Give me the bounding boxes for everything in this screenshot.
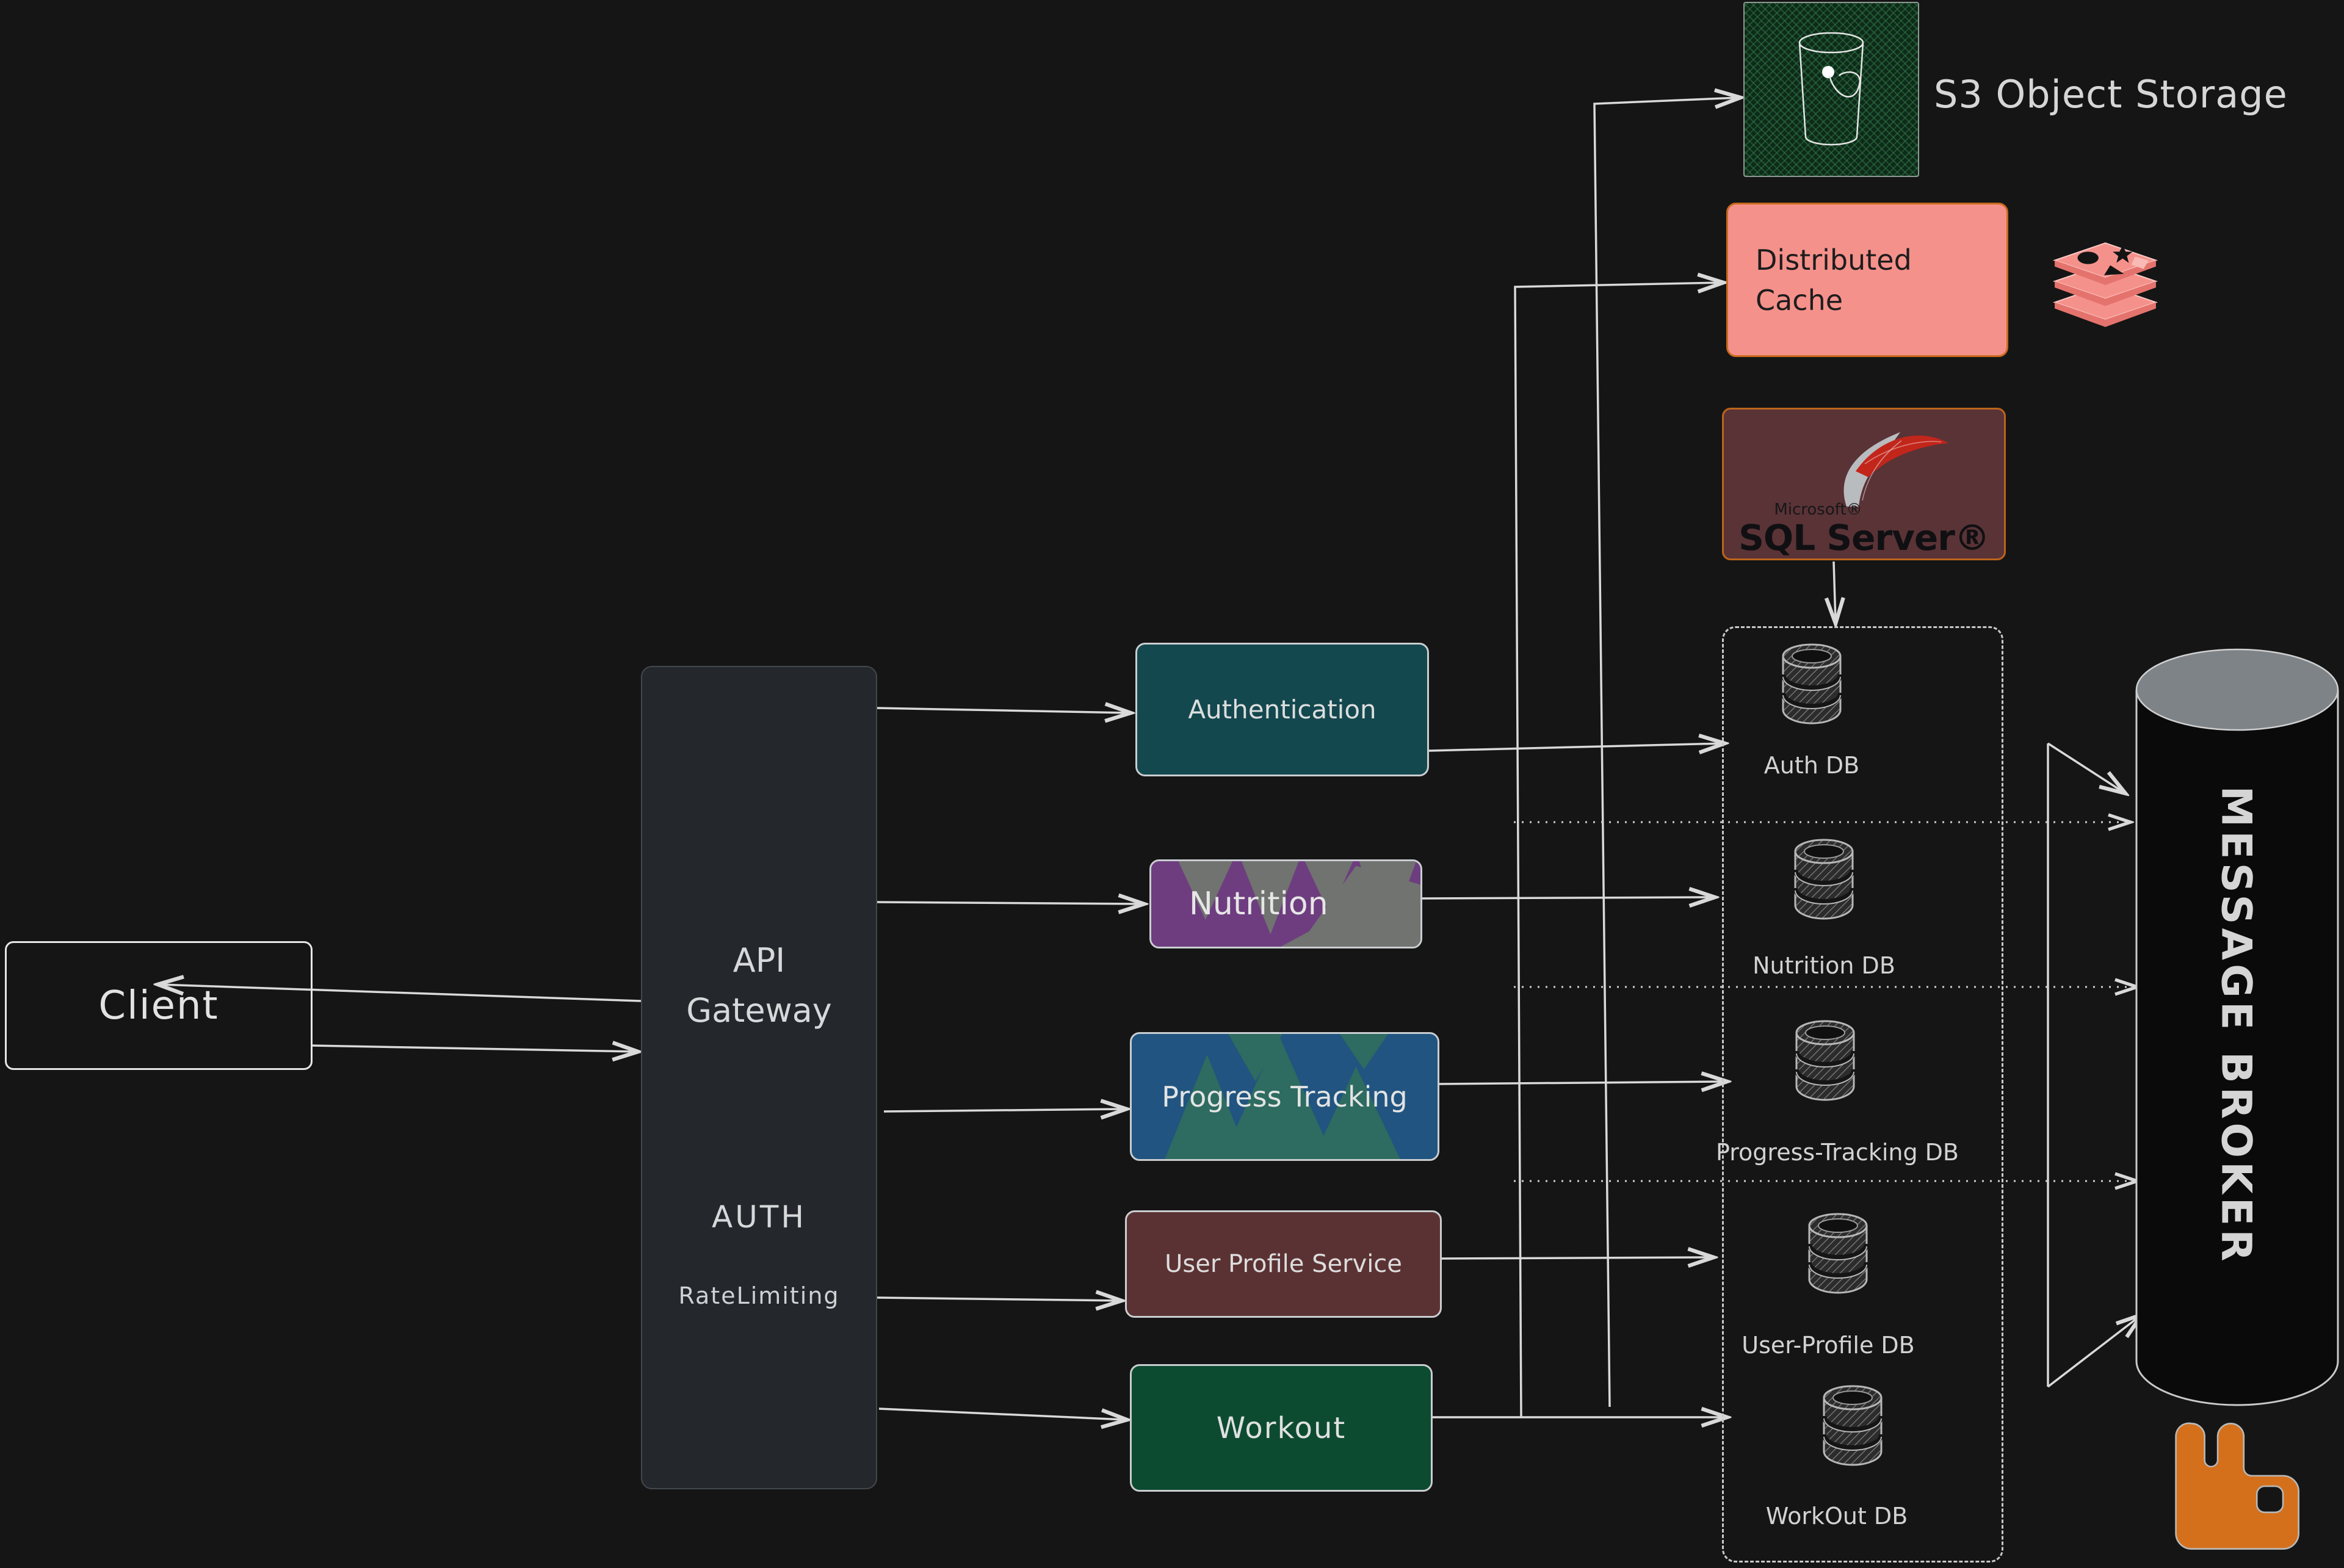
- service-node-user-profile[interactable]: User Profile Service: [1125, 1210, 1442, 1318]
- api-gateway-ratelimiting-label: RateLimiting: [678, 1282, 840, 1309]
- client-label: Client: [98, 983, 219, 1028]
- s3-bucket-icon: [1798, 32, 1864, 145]
- redis-icon[interactable]: [2051, 242, 2160, 328]
- edge-riser-s3: [1593, 98, 1738, 1407]
- edge-sql-dbframe: [1834, 561, 1836, 621]
- service-label: Authentication: [1188, 695, 1376, 724]
- sql-brand-text: Microsoft®: [1774, 500, 1862, 519]
- edge-progress-db: [1439, 1082, 1725, 1084]
- edge-userprofile-db: [1441, 1257, 1712, 1259]
- service-node-nutrition[interactable]: Nutrition: [1149, 859, 1422, 948]
- database-icon-progress[interactable]: [1792, 1014, 1859, 1106]
- s3-label: S3 Object Storage: [1934, 72, 2288, 117]
- edge-gw-progress: [883, 1109, 1124, 1111]
- edge-gw-workout: [878, 1407, 1125, 1420]
- edge-nutrition-db: [1422, 897, 1713, 898]
- edge-bus-bottom-broker: [2047, 1316, 2140, 1388]
- edge-riser-cache: [1514, 283, 1721, 1418]
- api-gateway-auth-label: AUTH: [712, 1199, 806, 1235]
- databases-frame[interactable]: [1722, 626, 2003, 1563]
- edge-client-to-gateway: [312, 1046, 636, 1052]
- edge-gw-nutrition: [877, 902, 1142, 904]
- service-node-authentication[interactable]: Authentication: [1135, 643, 1429, 776]
- database-icon-auth[interactable]: [1778, 638, 1845, 729]
- edge-bus-top-broker: [2047, 742, 2124, 792]
- client-node[interactable]: Client: [5, 941, 313, 1070]
- database-icon-nutrition[interactable]: [1790, 833, 1857, 925]
- service-node-workout[interactable]: Workout: [1130, 1364, 1433, 1492]
- distributed-cache-node[interactable]: Distributed Cache: [1726, 203, 2008, 357]
- edge-gw-userprofile: [877, 1298, 1120, 1301]
- s3-node[interactable]: [1743, 2, 1919, 177]
- service-node-progress-tracking[interactable]: Progress Tracking: [1130, 1032, 1439, 1161]
- api-gateway-node[interactable]: API Gateway AUTH RateLimiting: [641, 666, 877, 1489]
- service-label: Workout: [1216, 1411, 1347, 1445]
- sql-product-text: SQL Server®: [1738, 517, 1990, 558]
- database-icon-userprofile[interactable]: [1804, 1207, 1872, 1299]
- message-broker-label: MESSAGE BROKER: [2212, 786, 2260, 1265]
- sql-server-wordmark: Microsoft® SQL Server®: [1722, 502, 2006, 555]
- distributed-cache-label: Distributed Cache: [1756, 243, 1912, 317]
- edge-auth-db: [1428, 743, 1723, 751]
- api-gateway-title: API Gateway: [686, 941, 832, 1030]
- service-label: User Profile Service: [1165, 1250, 1402, 1278]
- sql-server-swoosh-icon: [1843, 432, 1948, 507]
- edge-gw-authentication: [877, 708, 1129, 713]
- rabbitmq-icon[interactable]: [2171, 1421, 2301, 1552]
- progress-mountain-pattern: [1165, 1034, 1400, 1159]
- database-icon-workout[interactable]: [1819, 1379, 1886, 1471]
- nutrition-mountain-pattern: [1178, 861, 1420, 947]
- sql-server-node[interactable]: [1722, 408, 2006, 560]
